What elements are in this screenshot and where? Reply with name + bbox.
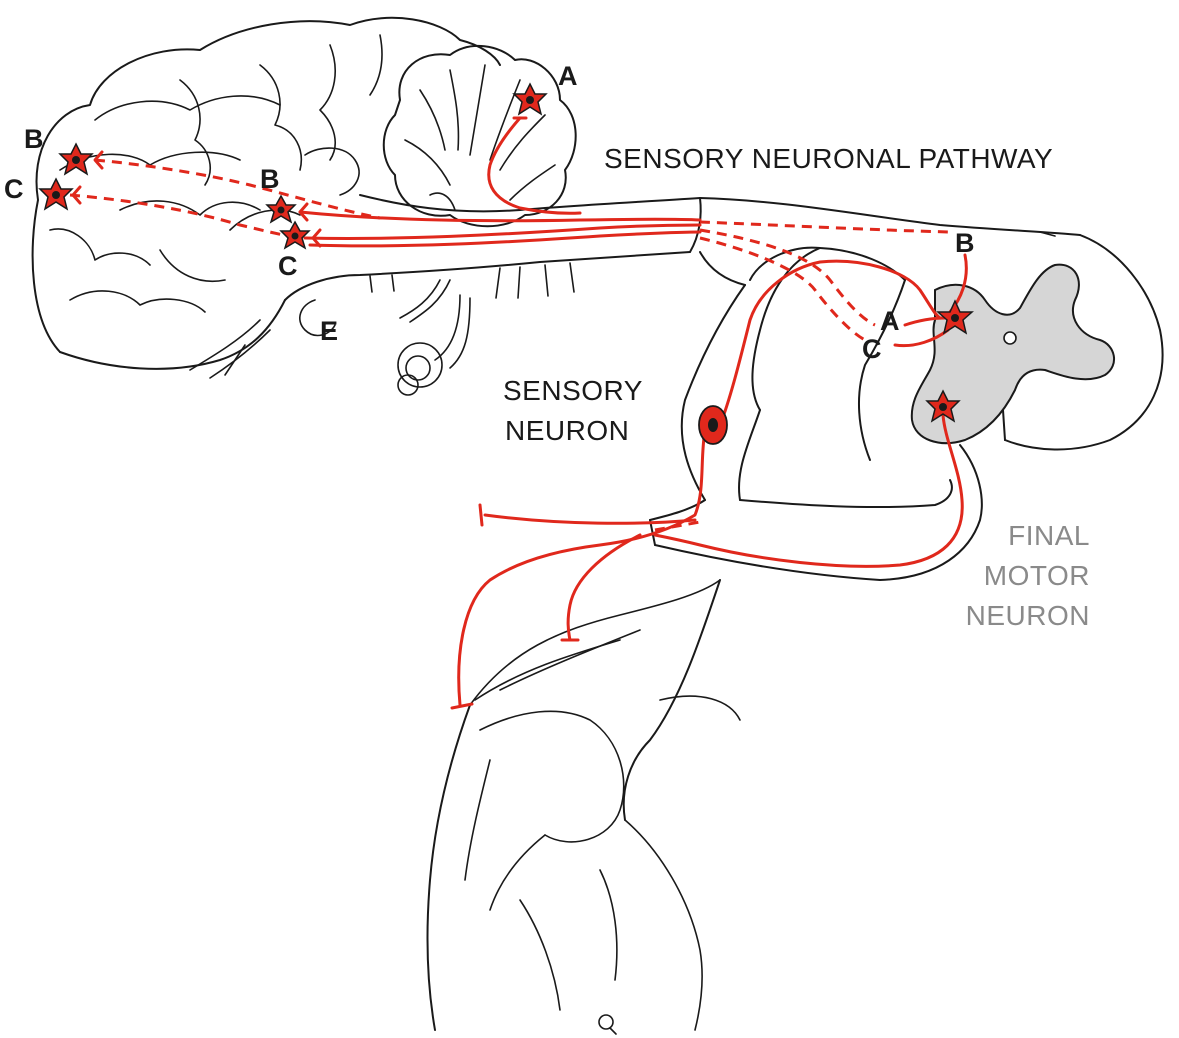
- synapse-terminal-icon: [71, 185, 82, 205]
- label-cord-b: B: [955, 228, 975, 258]
- brainstem: [189, 197, 702, 379]
- final-motor-neuron-caption-line-3: NEURON: [966, 600, 1090, 631]
- synapse-terminal-icon: [311, 228, 322, 248]
- label-cortex-b: B: [24, 124, 44, 154]
- neuron-cell-body-icon: [279, 220, 311, 250]
- neuron-cell-body-icon: [58, 142, 94, 176]
- brain-outline: [31, 16, 521, 370]
- label-brainstem-e: E: [320, 316, 338, 346]
- limb-outline: [426, 579, 741, 1035]
- sensory-neuron-caption-line-1: SENSORY: [503, 375, 643, 406]
- sensory-pathway-title: SENSORY NEURONAL PATHWAY: [604, 143, 1053, 174]
- neuron-cell-body-icon: [936, 299, 974, 335]
- sensory-pathway-lines: [69, 116, 968, 710]
- final-motor-neuron-caption-line-1: FINAL: [1008, 520, 1090, 551]
- label-cord-c: C: [862, 334, 882, 364]
- neuron-cell-body-icon: [925, 389, 961, 423]
- sensory-neuron-ganglion-cell: [698, 405, 728, 445]
- synapse-terminal-icon: [93, 150, 104, 170]
- central-canal: [1003, 331, 1017, 345]
- letter-labels: A B C B C E B A C: [4, 61, 975, 364]
- label-cord-a: A: [880, 306, 900, 336]
- label-thalamus-c: C: [278, 251, 298, 281]
- neuron-cell-body-icon: [38, 177, 74, 211]
- neuron-cell-body-icon: [265, 194, 297, 224]
- sensory-neuron-caption-line-2: NEURON: [505, 415, 629, 446]
- neuron-cell-bodies: [38, 82, 974, 445]
- synapse-terminal-icon: [298, 202, 309, 222]
- label-cerebellum-a: A: [558, 61, 578, 91]
- label-cortex-c: C: [4, 174, 24, 204]
- label-thalamus-b: B: [260, 164, 280, 194]
- synapse-terminals: [71, 150, 322, 248]
- cerebellum: [382, 44, 577, 228]
- spinal-nerve-roots: [649, 247, 983, 581]
- neuron-cell-body-icon: [512, 82, 548, 116]
- inner-ear: [397, 342, 443, 396]
- captions: SENSORY NEURONAL PATHWAY SENSORY NEURON …: [503, 143, 1090, 631]
- grey-matter: [910, 263, 1115, 445]
- final-motor-neuron-caption-line-2: MOTOR: [984, 560, 1090, 591]
